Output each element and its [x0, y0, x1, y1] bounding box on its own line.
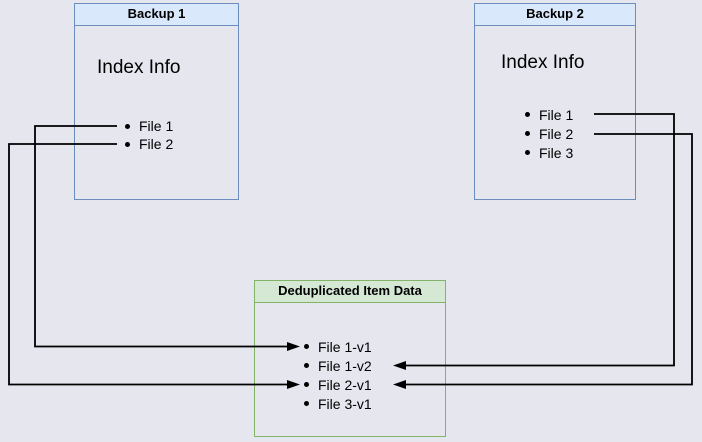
backup2-title: Backup 2 [526, 6, 584, 21]
backup2-file-3: File 3 [539, 144, 574, 161]
dedup-item-file1v2: File 1-v2 [318, 357, 372, 374]
list-item: File 1-v1 [302, 337, 372, 356]
list-item: File 1 [123, 117, 173, 135]
backup1-title: Backup 1 [127, 6, 186, 21]
bullet-icon [525, 150, 530, 155]
backup1-box: Backup 1 [74, 3, 239, 200]
backup2-index-info-label: Index Info [501, 52, 585, 73]
bullet-icon [304, 401, 309, 406]
backup1-file-list: File 1 File 2 [123, 117, 173, 153]
list-item: File 1 [523, 105, 573, 124]
list-item: File 1-v2 [302, 356, 372, 375]
dedup-header: Deduplicated Item Data [255, 281, 445, 303]
dedup-title: Deduplicated Item Data [278, 283, 422, 298]
backup2-file-list: File 1 File 2 File 3 [523, 105, 573, 162]
bullet-icon [304, 363, 309, 368]
list-item: File 3-v1 [302, 394, 372, 413]
list-item: File 3 [523, 143, 573, 162]
backup1-index-info-label: Index Info [97, 57, 181, 78]
backup1-file-2: File 2 [139, 136, 174, 152]
bullet-icon [304, 344, 309, 349]
backup2-box: Backup 2 [474, 3, 636, 200]
dedup-item-file3v1: File 3-v1 [318, 395, 372, 412]
dedup-item-file2v1: File 2-v1 [318, 376, 372, 393]
backup1-file-1: File 1 [139, 118, 174, 134]
bullet-icon [125, 141, 130, 147]
list-item: File 2 [523, 124, 573, 143]
backup2-file-1: File 1 [539, 106, 574, 123]
bullet-icon [125, 123, 130, 129]
bullet-icon [525, 131, 530, 136]
bullet-icon [525, 112, 530, 117]
backup2-header: Backup 2 [475, 4, 635, 26]
list-item: File 2-v1 [302, 375, 372, 394]
bullet-icon [304, 382, 309, 387]
dedup-item-list: File 1-v1 File 1-v2 File 2-v1 File 3-v1 [302, 337, 372, 413]
list-item: File 2 [123, 135, 173, 153]
backup1-header: Backup 1 [75, 4, 238, 26]
dedup-item-file1v1: File 1-v1 [318, 338, 372, 355]
backup2-file-2: File 2 [539, 125, 574, 142]
